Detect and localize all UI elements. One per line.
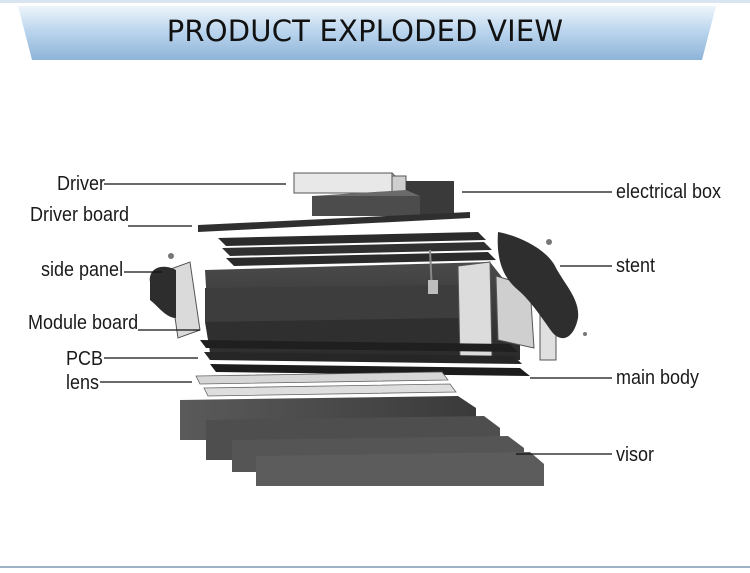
title-banner-background bbox=[0, 0, 750, 60]
pcb-part bbox=[200, 340, 530, 376]
module-boards-part bbox=[218, 232, 496, 266]
label-driver-board: Driver board bbox=[30, 203, 130, 226]
label-module-board: Module board bbox=[28, 311, 139, 334]
bottom-divider bbox=[0, 566, 750, 568]
driver-part bbox=[292, 172, 407, 195]
label-side-panel: side panel bbox=[41, 258, 124, 281]
label-visor: visor bbox=[616, 443, 655, 466]
lens-part bbox=[195, 371, 457, 397]
label-driver: Driver bbox=[57, 172, 105, 195]
label-electrical-box: electrical box bbox=[616, 180, 722, 203]
label-lens: lens bbox=[66, 371, 100, 394]
page-title: PRODUCT EXPLODED VIEW bbox=[166, 14, 564, 48]
stent-part bbox=[497, 232, 587, 339]
label-main-body: main body bbox=[616, 366, 700, 389]
driver-board-part bbox=[198, 212, 470, 232]
leader-lines-left bbox=[100, 183, 286, 383]
visor-part bbox=[180, 396, 544, 486]
side-panel-left bbox=[149, 253, 201, 339]
title-banner: PRODUCT EXPLODED VIEW bbox=[0, 0, 750, 64]
label-pcb: PCB bbox=[66, 347, 104, 370]
leader-lines-right bbox=[462, 191, 612, 455]
electrical-box-part bbox=[312, 181, 454, 216]
label-stent: stent bbox=[616, 254, 656, 277]
